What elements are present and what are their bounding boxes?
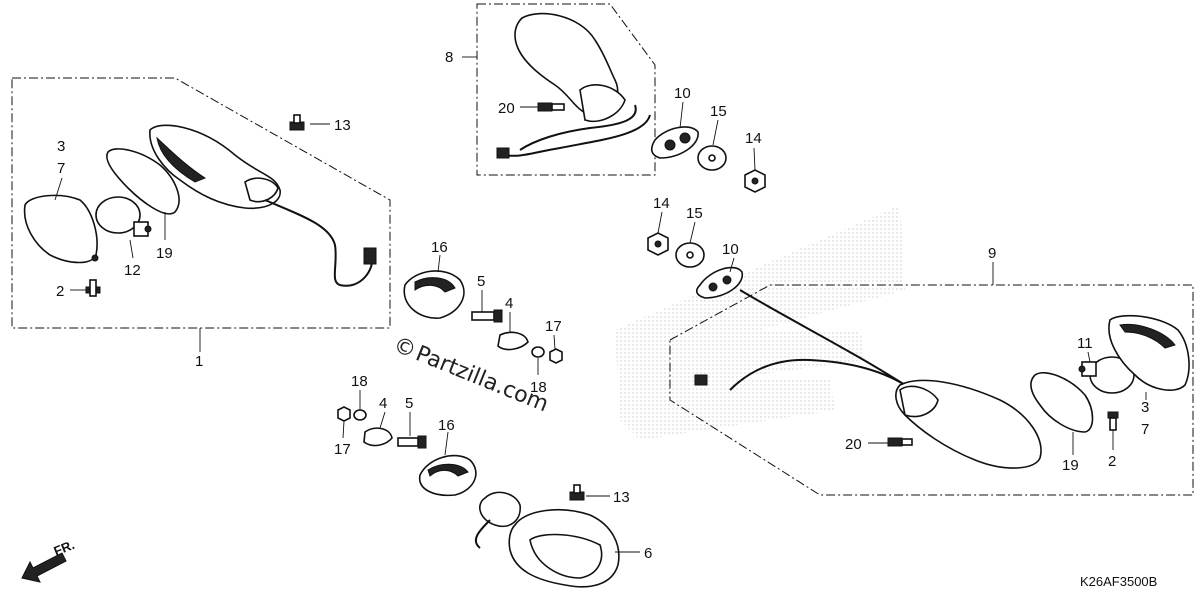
- callout-19-left: 19: [156, 245, 173, 262]
- top-mirror-wire: [496, 104, 651, 159]
- callout-3-right: 3: [1141, 399, 1149, 416]
- rubber-mount-16-lower[interactable]: [419, 454, 477, 497]
- top-mirror-housing[interactable]: [514, 12, 626, 122]
- rubber-mount-16-upper[interactable]: [403, 270, 465, 319]
- brand-watermark-shape: [615, 205, 905, 440]
- callout-15-right: 15: [686, 205, 703, 222]
- top-washer-15[interactable]: [697, 145, 727, 171]
- callout-17-upper: 17: [545, 318, 562, 335]
- callout-20-top: 20: [498, 100, 515, 117]
- callout-16-lower: 16: [438, 417, 455, 434]
- front-arrow-icon: [21, 552, 67, 583]
- left-signal-lens[interactable]: [23, 194, 99, 264]
- right-signal-wire: [694, 289, 906, 391]
- callout-2-right: 2: [1108, 453, 1116, 470]
- front-direction-indicator: FR.: [21, 537, 77, 583]
- left-signal-wire: [264, 199, 377, 287]
- lower-mirror-stay: [474, 491, 521, 549]
- callout-6: 6: [644, 545, 652, 562]
- left-signal-bulb[interactable]: [95, 196, 152, 237]
- callout-4-lower: 4: [379, 395, 387, 412]
- leader-lines: [54, 56, 1147, 553]
- callout-14-top: 14: [745, 130, 762, 147]
- assembly-frame-left-signal: [11, 77, 391, 329]
- assembly-frame-top: [476, 3, 656, 176]
- callout-labels: 1 3 7 2 12 19 13 8 20 10 15 14 16 5 4 17…: [56, 49, 1149, 562]
- callout-1: 1: [195, 353, 203, 370]
- washer-18-upper[interactable]: [531, 346, 545, 358]
- callout-19-right: 19: [1062, 457, 1079, 474]
- callout-18-lower: 18: [351, 373, 368, 390]
- nut-17-lower[interactable]: [337, 406, 351, 422]
- upper-screw-13[interactable]: [289, 114, 305, 131]
- callout-4-upper: 4: [505, 295, 513, 312]
- callout-12: 12: [124, 262, 141, 279]
- top-grommet-10[interactable]: [650, 126, 699, 159]
- lower-screw-13[interactable]: [569, 484, 585, 501]
- callout-16-upper: 16: [431, 239, 448, 256]
- callout-2-left: 2: [56, 283, 64, 300]
- bolt-5-upper[interactable]: [471, 309, 503, 323]
- callout-3-left: 3: [57, 138, 65, 155]
- nut-17-upper[interactable]: [549, 348, 563, 364]
- callout-17-lower: 17: [334, 441, 351, 458]
- right-signal-housing[interactable]: [895, 379, 1042, 469]
- right-grommet-10[interactable]: [695, 266, 743, 299]
- callout-13-upper: 13: [334, 117, 351, 134]
- callout-15-top: 15: [710, 103, 727, 120]
- bolt-5-lower[interactable]: [397, 435, 427, 449]
- top-nut-14[interactable]: [744, 169, 766, 193]
- callout-7-left: 7: [57, 160, 65, 177]
- callout-18-upper: 18: [530, 379, 547, 396]
- bracket-4-upper[interactable]: [497, 331, 529, 351]
- callout-8: 8: [445, 49, 453, 66]
- assembly-frame-right-signal: [669, 284, 1194, 496]
- partzilla-watermark: © Partzilla.com: [390, 332, 552, 417]
- left-signal-gasket[interactable]: [106, 148, 180, 215]
- right-screw-20[interactable]: [887, 437, 913, 447]
- right-nut-14[interactable]: [647, 232, 669, 256]
- left-signal-housing[interactable]: [149, 124, 281, 210]
- callout-13-lower: 13: [613, 489, 630, 506]
- callout-5-lower: 5: [405, 395, 413, 412]
- callout-11: 11: [1077, 335, 1093, 352]
- callout-10-top: 10: [674, 85, 691, 102]
- callout-14-right: 14: [653, 195, 670, 212]
- washer-18-lower[interactable]: [353, 409, 367, 421]
- left-signal-screw-2[interactable]: [85, 279, 101, 297]
- right-signal-lens[interactable]: [1108, 314, 1190, 391]
- front-label: FR.: [52, 537, 77, 559]
- callout-20-right: 20: [845, 436, 862, 453]
- top-screw-20[interactable]: [537, 102, 565, 112]
- right-washer-15[interactable]: [675, 242, 705, 268]
- callout-9: 9: [988, 245, 996, 262]
- right-signal-gasket[interactable]: [1030, 371, 1094, 433]
- lower-mirror-housing-6[interactable]: [508, 509, 620, 588]
- bracket-4-lower[interactable]: [363, 427, 393, 447]
- callout-5-upper: 5: [477, 273, 485, 290]
- callout-10-right: 10: [722, 241, 739, 258]
- diagram-code: K26AF3500B: [1080, 574, 1157, 589]
- right-signal-screw-2[interactable]: [1107, 411, 1119, 431]
- callout-7-right: 7: [1141, 421, 1149, 438]
